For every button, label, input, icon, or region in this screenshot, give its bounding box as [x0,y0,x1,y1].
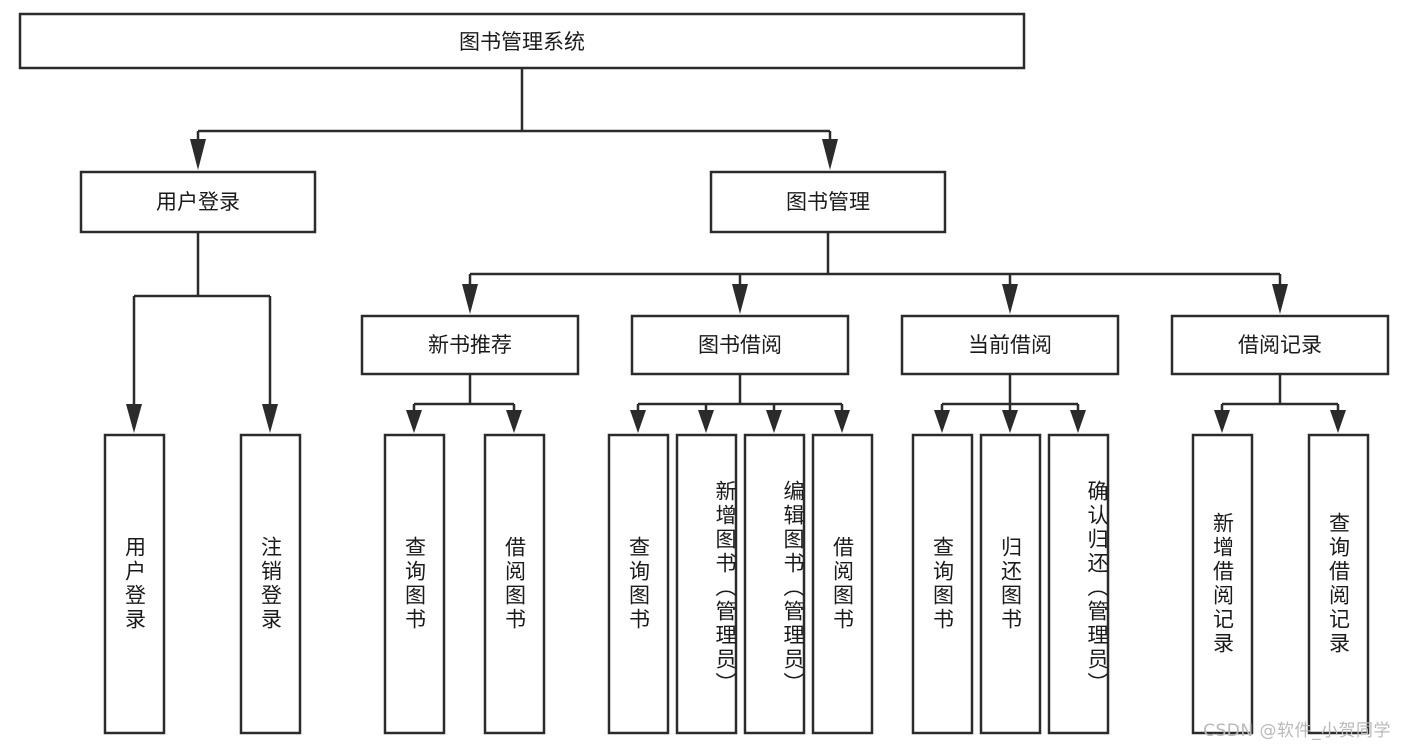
node-leaf-book-borrow-add[interactable] [675,433,738,735]
node-current-borrow[interactable]: 当前借阅 [900,314,1120,376]
node-leaf-record-add[interactable] [1191,433,1254,735]
connector-current-borrow-to-leaves [934,374,1086,433]
node-book-management-label: 图书管理 [786,190,870,214]
node-current-borrow-label: 当前借阅 [968,333,1052,357]
node-leaf-current-borrow-confirm[interactable] [1047,433,1110,735]
connector-book-manage-to-level3 [462,232,1288,314]
node-new-book-recommend-label: 新书推荐 [428,333,512,357]
node-user-login-label: 用户登录 [156,190,240,214]
csdn-watermark: CSDN @软件_小贺同学 [1203,721,1391,741]
node-root-label: 图书管理系统 [459,30,585,54]
node-leaf-new-book-query[interactable] [383,433,446,735]
node-leaf-current-borrow-return[interactable] [979,433,1042,735]
node-leaf-user-login-logout[interactable] [239,433,302,735]
node-book-borrow-label: 图书借阅 [698,333,782,357]
node-leaf-book-borrow-edit[interactable] [743,433,806,735]
node-leaf-user-login-login[interactable] [103,433,166,735]
connector-book-borrow-to-leaves [630,374,850,433]
connector-borrow-record-to-leaves [1214,374,1346,433]
node-user-login[interactable]: 用户登录 [79,170,317,234]
node-leaf-book-borrow-borrow[interactable] [811,433,874,735]
node-leaf-new-book-borrow[interactable] [483,433,546,735]
node-borrow-record-label: 借阅记录 [1238,333,1322,357]
node-book-borrow[interactable]: 图书借阅 [630,314,850,376]
node-leaf-current-borrow-query[interactable] [911,433,974,735]
connector-root-to-level2 [190,68,838,170]
node-leaf-book-borrow-query[interactable] [607,433,670,735]
node-borrow-record[interactable]: 借阅记录 [1170,314,1390,376]
connector-new-book-to-leaves [406,374,522,433]
node-root-system[interactable]: 图书管理系统 [18,12,1026,70]
node-book-management[interactable]: 图书管理 [709,170,947,234]
node-leaf-record-query[interactable] [1307,433,1370,735]
node-new-book-recommend[interactable]: 新书推荐 [360,314,580,376]
connector-user-login-to-leaves [126,232,278,433]
